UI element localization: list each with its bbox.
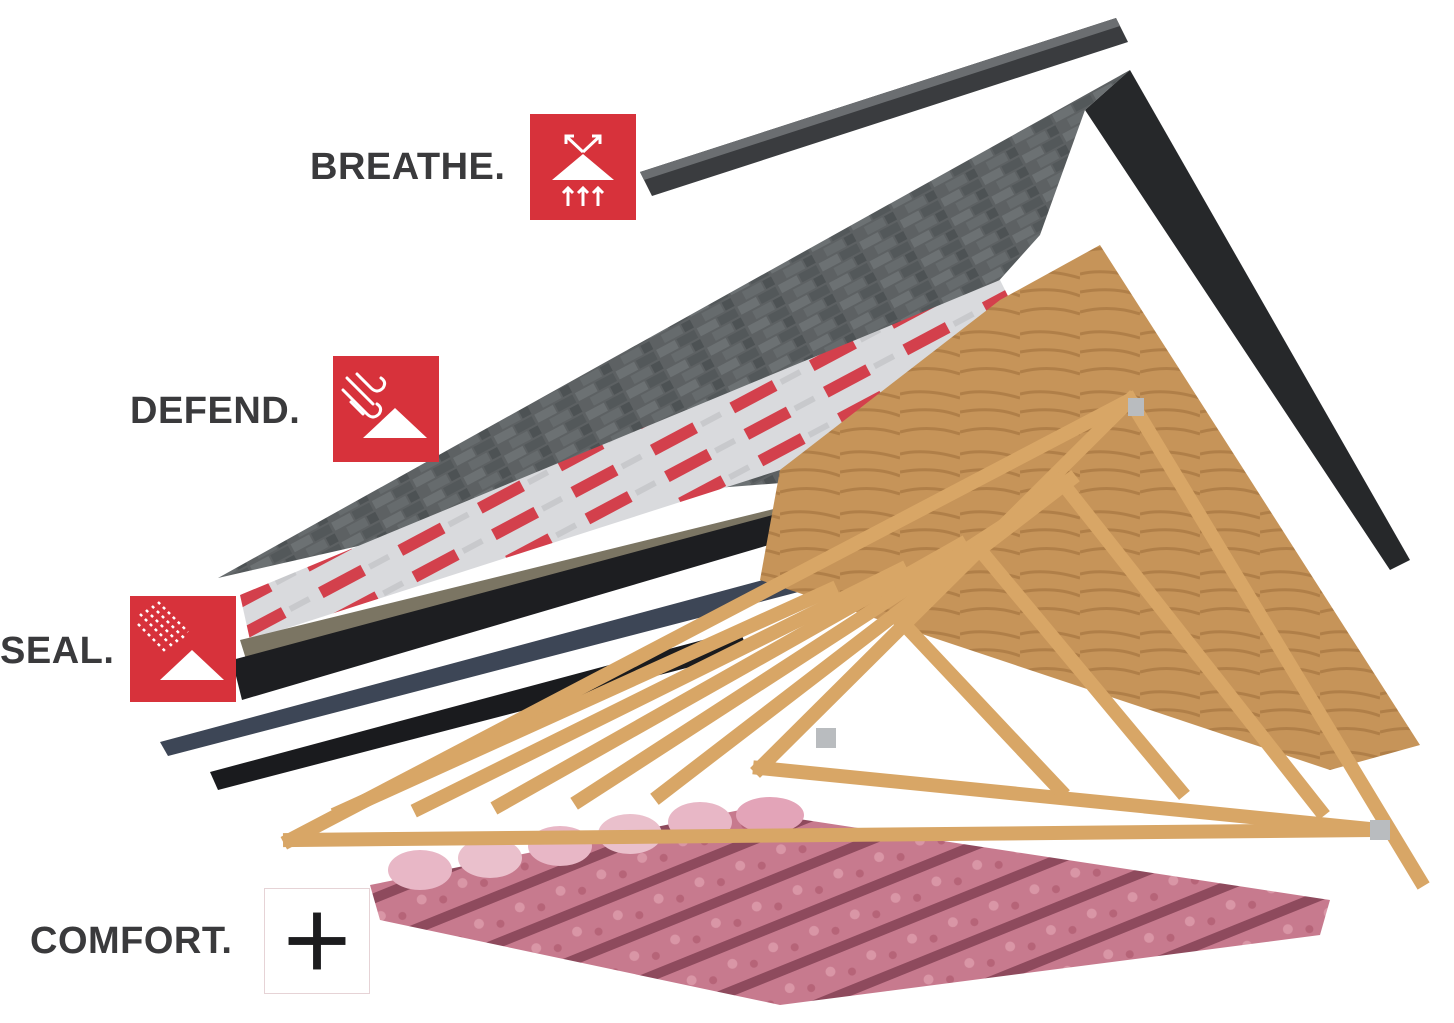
roof-trusses <box>280 390 1430 890</box>
seal-label: SEAL. <box>0 630 115 672</box>
shingle-layer <box>218 70 1130 578</box>
synthetic-underlayment <box>240 280 1010 640</box>
wind-shingle-icon <box>333 356 439 462</box>
drip-edge <box>160 570 806 756</box>
gable-panel <box>1085 70 1410 570</box>
breathe-label: BREATHE. <box>310 146 506 188</box>
truss-plate <box>816 728 836 748</box>
attic-insulation <box>370 810 1330 1005</box>
plus-icon <box>264 888 370 994</box>
truss-plate <box>1370 820 1390 840</box>
truss-plate <box>1128 398 1144 416</box>
attic-ventilation-icon <box>530 114 636 220</box>
comfort-label: COMFORT. <box>30 920 233 962</box>
ice-water-shield <box>232 505 820 700</box>
defend-label: DEFEND. <box>130 390 301 432</box>
rain-seal-icon <box>130 596 236 702</box>
